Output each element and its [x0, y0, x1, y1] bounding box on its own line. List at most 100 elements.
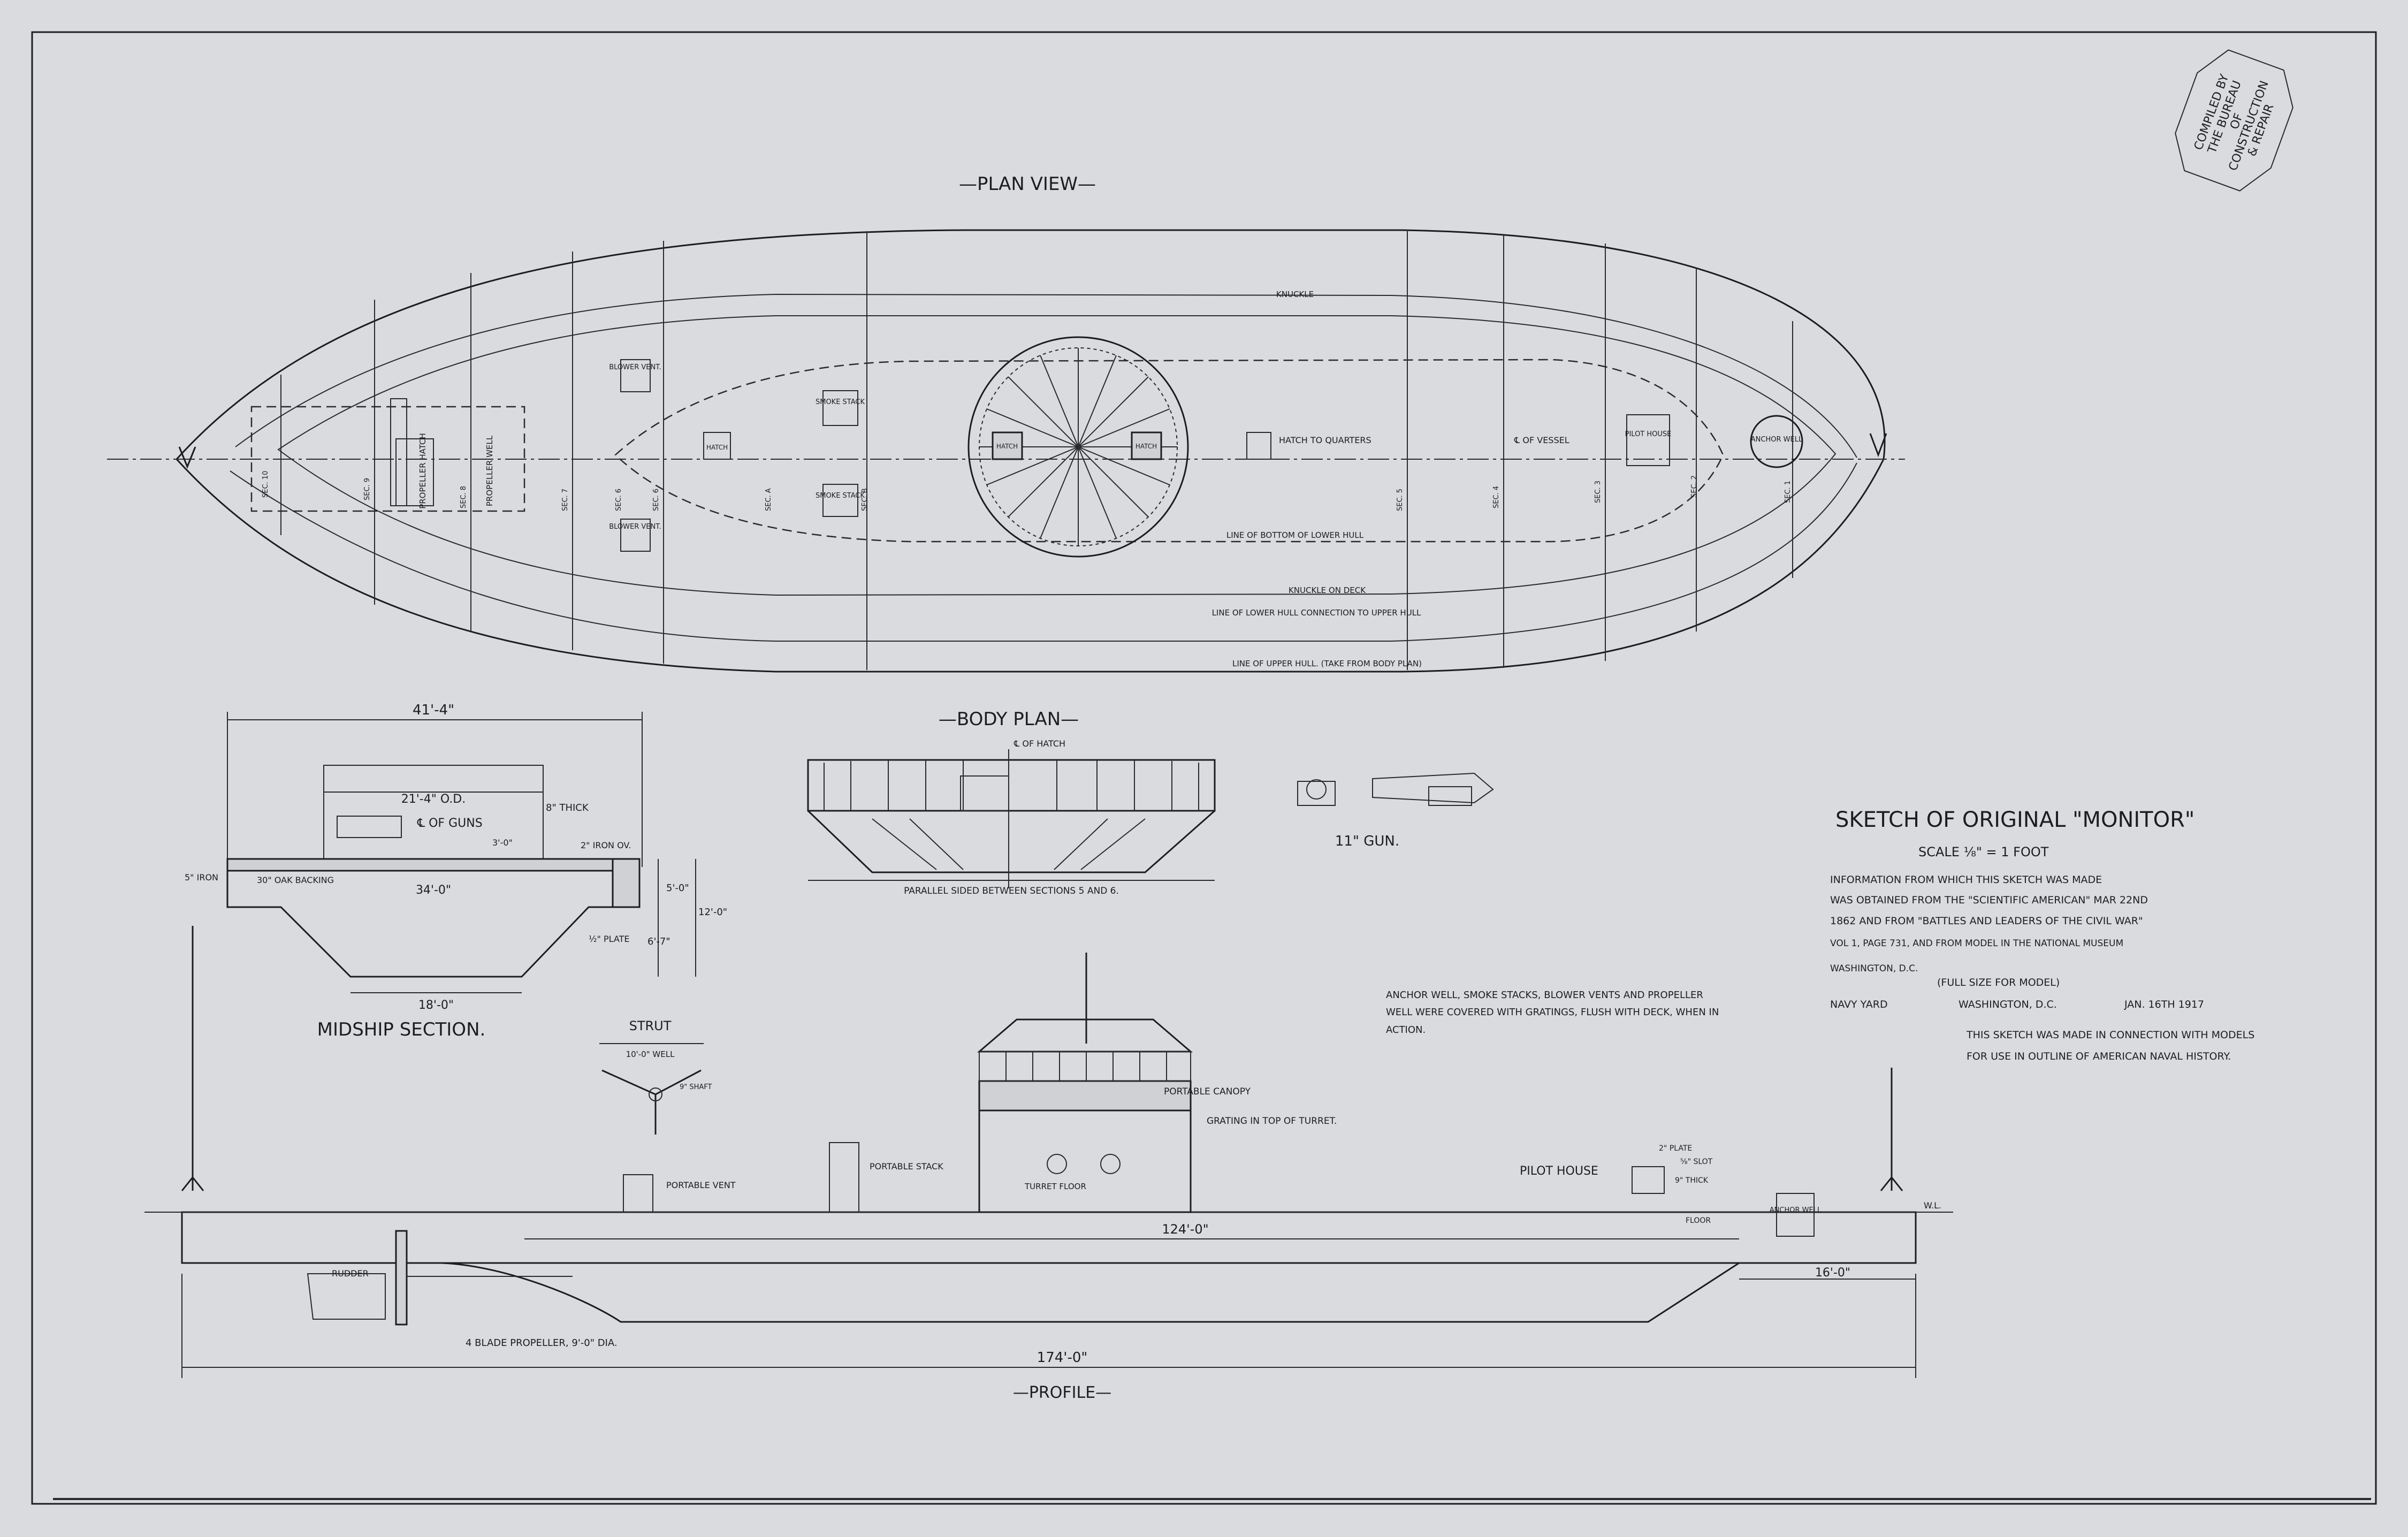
bottom-rule	[53, 1498, 2371, 1500]
info-line: 1862 AND FROM "BATTLES AND LEADERS OF TH…	[1830, 915, 2143, 927]
gun-port	[1100, 1154, 1121, 1174]
center-hatch-label: ℄ OF HATCH	[1014, 739, 1065, 749]
w34-label: 34'-0"	[416, 884, 451, 897]
h6-label: 6'-7"	[647, 936, 670, 947]
smoke-stack-label: SMOKE STACK	[816, 492, 865, 500]
blower-vent-label: BLOWER VENT.	[609, 523, 661, 531]
propeller-label: 4 BLADE PROPELLER, 9'-0" DIA.	[466, 1337, 618, 1349]
pilot-house-label: PILOT HOUSE	[1520, 1165, 1598, 1178]
turret-profile	[978, 1109, 1192, 1213]
body-plan-hatch	[960, 775, 1009, 811]
turret-hatch-label: HATCH	[1136, 443, 1157, 450]
midship-gun	[337, 816, 402, 838]
pilot-house-profile	[1632, 1166, 1665, 1194]
propeller-well-label: PROPELLER WELL	[485, 435, 494, 506]
section-label: SEC. 4	[1492, 486, 1500, 508]
pilot-house-label: PILOT HOUSE	[1625, 430, 1672, 438]
center-guns-label: ℄ OF GUNS	[417, 817, 483, 830]
propeller-hatch-box	[395, 438, 434, 506]
section-label: SEC. 6	[652, 489, 660, 511]
section-label: SEC. 6	[615, 489, 623, 511]
canopy-roof	[977, 1018, 1193, 1053]
grating-note-line: WELL WERE COVERED WITH GRATINGS, FLUSH W…	[1386, 1007, 1719, 1018]
plate-label: 2" PLATE	[1659, 1144, 1692, 1153]
lower-hull-bottom-label: LINE OF BOTTOM OF LOWER HULL	[1226, 530, 1364, 540]
knuckle-deck-line	[277, 315, 1837, 596]
propeller-hatch-frame	[390, 398, 407, 506]
beam-dim-label: 41'-4"	[413, 702, 454, 718]
bureau-stamp: COMPILED BY THE BUREAU OF CONSTRUCTION &…	[2175, 49, 2293, 192]
turret-hatch-box	[992, 431, 1023, 460]
section-labels: SEC. 10 SEC. 9 SEC. 8 SEC. 7 SEC. 6 SEC.…	[262, 471, 1792, 511]
portable-vent-label: PORTABLE VENT	[666, 1180, 736, 1190]
dim-124-label: 124'-0"	[1162, 1222, 1208, 1237]
gun-label: 11" GUN.	[1335, 833, 1399, 849]
section-label: SEC. 7	[561, 489, 569, 511]
anchor-well-profile	[1776, 1193, 1815, 1237]
plan-view: —PLAN VIEW— PROPELL	[107, 173, 1905, 673]
grating-note-line: ACTION.	[1386, 1024, 1426, 1036]
plan-view-title: —PLAN VIEW—	[959, 173, 1096, 195]
info-line: WAS OBTAINED FROM THE "SCIENTIFIC AMERIC…	[1830, 894, 2148, 906]
date-label: JAN. 16TH 1917	[2124, 999, 2204, 1010]
profile-view: W.L. RUDDER 4 BLADE PROPELLER, 9'-0" DIA…	[144, 926, 1953, 1402]
strut-shaft	[649, 1087, 662, 1101]
dim-174-label: 174'-0"	[1037, 1350, 1088, 1366]
deck-plate	[226, 858, 641, 872]
side-armor	[612, 858, 641, 908]
rudder-label: RUDDER	[332, 1268, 369, 1279]
section-label: SEC. B	[861, 488, 869, 511]
lower-hull-connection-label: LINE OF LOWER HULL CONNECTION TO UPPER H…	[1212, 608, 1421, 618]
bottom-dim-label: 18'-0"	[418, 999, 454, 1012]
quarters-hatch-box	[1246, 432, 1271, 460]
section-label: SEC. 9	[363, 478, 371, 500]
slot-label: ⅝" SLOT	[1680, 1158, 1713, 1166]
section-label: SEC. 10	[262, 471, 270, 498]
center-of-vessel-label: ℄ OF VESSEL	[1514, 435, 1569, 445]
midship-title: MIDSHIP SECTION.	[317, 1019, 486, 1040]
gun-barrel	[1372, 772, 1494, 804]
portable-canopy-label: PORTABLE CANOPY	[1164, 1086, 1251, 1097]
h3-label: 3'-0"	[492, 838, 513, 848]
gun-muzzle	[1306, 779, 1327, 800]
lower-hull	[412, 1262, 1740, 1323]
models-note-line: THIS SKETCH WAS MADE IN CONNECTION WITH …	[1966, 1029, 2254, 1041]
profile-title: —PROFILE—	[1013, 1383, 1111, 1402]
pilot-house-box	[1626, 414, 1670, 466]
midship-hull	[226, 871, 641, 978]
canopy-post-lines	[1005, 1052, 1167, 1081]
body-plan: —BODY PLAN— ℄ OF HATCH PARALLEL SIDED BE…	[807, 709, 1216, 896]
place-label: WASHINGTON, D.C.	[1959, 999, 2057, 1010]
propeller-hatch-label: PROPELLER HATCH	[418, 433, 428, 509]
upper-hull-line	[230, 462, 1857, 642]
anchor-well-label: ANCHOR WELL	[1751, 436, 1803, 444]
models-note-line: FOR USE IN OUTLINE OF AMERICAN NAVAL HIS…	[1967, 1051, 2231, 1062]
strut-drawing: STRUT 10'-0" WELL 9" SHAFT	[599, 1018, 712, 1135]
plate-label: ½" PLATE	[589, 934, 629, 944]
info-line: VOL 1, PAGE 731, AND FROM MODEL IN THE N…	[1830, 938, 2123, 949]
info-line: INFORMATION FROM WHICH THIS SKETCH WAS M…	[1830, 874, 2102, 886]
canopy-posts	[979, 1051, 1191, 1082]
blower-vent-box	[620, 519, 651, 552]
upper-hull-label: LINE OF UPPER HULL. (TAKE FROM BODY PLAN…	[1232, 659, 1422, 668]
iron-ov-label: 2" IRON OV.	[581, 840, 631, 850]
strut-well-label: 10'-0" WELL	[626, 1049, 675, 1059]
oak-backing-label: 30" OAK BACKING	[257, 875, 334, 885]
hatch-label: HATCH	[706, 444, 728, 451]
h12-label: 12'-0"	[698, 907, 727, 918]
turret-outer-circle	[967, 336, 1189, 558]
section-label: SEC. 2	[1690, 475, 1698, 498]
knuckle-line	[235, 293, 1857, 458]
upper-hull	[181, 1211, 1917, 1264]
gun-port	[1047, 1154, 1067, 1174]
thick-label: 8" THICK	[546, 802, 589, 813]
strut-title: STRUT	[629, 1018, 672, 1033]
gun-front-carriage	[1297, 781, 1336, 806]
iron5-label: 5" IRON	[185, 872, 218, 882]
turret-hatch-label: HATCH	[996, 443, 1018, 450]
turret-grating	[978, 1080, 1192, 1112]
gun-drawing: 11" GUN.	[1297, 772, 1494, 849]
section-label: SEC. 5	[1396, 489, 1404, 511]
navy-yard-label: NAVY YARD	[1830, 999, 1888, 1010]
knuckle-deck-label: KNUCKLE ON DECK	[1289, 585, 1366, 595]
